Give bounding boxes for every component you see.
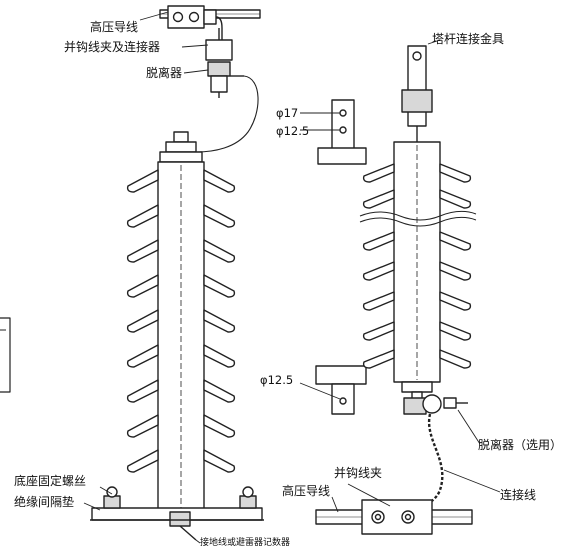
parallel-groove-clamp-bottom bbox=[361, 499, 433, 535]
lead-wire-left bbox=[195, 75, 259, 153]
label-connecting-wire: 连接线 bbox=[500, 488, 537, 502]
detail-tab-top bbox=[300, 99, 367, 165]
partial-bracket-left-edge bbox=[0, 317, 11, 393]
arrester-base-left bbox=[90, 486, 264, 541]
label-dim-phi17: φ17 bbox=[276, 106, 299, 120]
label-insulating-spacer: 绝缘间隔垫 bbox=[14, 495, 75, 509]
label-disconnector-optional: 脱离器（选用） bbox=[478, 438, 563, 452]
label-dim-phi12-5-bottom: φ12.5 bbox=[260, 373, 294, 387]
label-disconnector-left: 脱离器 bbox=[146, 66, 183, 80]
label-hv-conductor-top: 高压导线 bbox=[90, 20, 139, 34]
detail-tab-bottom bbox=[299, 365, 367, 415]
label-hv-conductor-bottom: 高压导线 bbox=[282, 484, 331, 498]
connecting-wire-right bbox=[411, 413, 444, 514]
label-base-fixing-bolt: 底座固定螺丝 bbox=[14, 474, 87, 488]
label-tower-connection-fitting: 塔杆连接金具 bbox=[432, 32, 505, 46]
label-parallel-groove-clamp-connector: 并钩线夹及连接器 bbox=[64, 40, 161, 54]
label-ground-wire-or-counter: 接地线或避雷器记数器 bbox=[200, 538, 291, 548]
label-parallel-groove-clamp: 并钩线夹 bbox=[334, 466, 383, 480]
disconnector-right bbox=[401, 381, 468, 415]
arrester-sheds-right bbox=[362, 163, 472, 369]
arrester-sheds-left bbox=[126, 169, 236, 473]
tower-fitting bbox=[401, 39, 441, 142]
arrester-top-terminal bbox=[159, 131, 203, 163]
disconnector-top bbox=[207, 61, 244, 98]
parallel-groove-clamp-top bbox=[167, 5, 223, 46]
label-dim-phi12-5-top: φ12.5 bbox=[276, 124, 310, 138]
connector-down bbox=[205, 28, 233, 61]
